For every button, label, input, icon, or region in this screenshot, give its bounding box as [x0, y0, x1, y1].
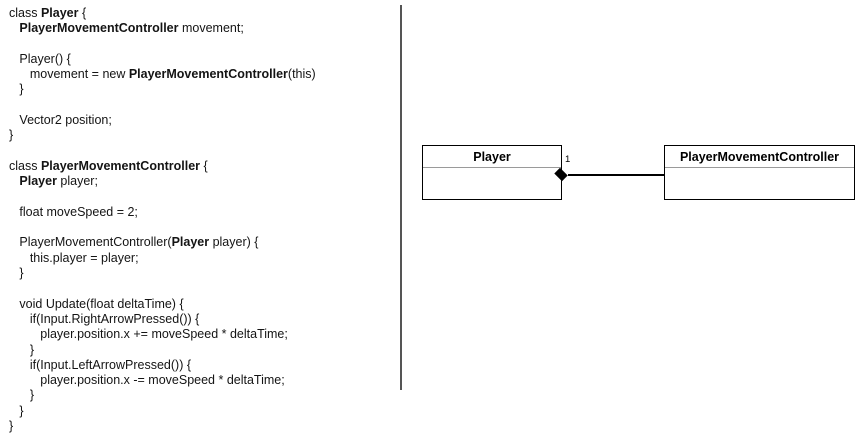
- code-line: }: [9, 343, 394, 358]
- code-line: [9, 144, 394, 159]
- code-type-token: Player: [40, 6, 79, 20]
- code-panel: class Player { PlayerMovementController …: [0, 0, 400, 433]
- code-token: (this): [287, 67, 316, 82]
- code-token: }: [9, 82, 24, 97]
- code-line: void Update(float deltaTime) {: [9, 297, 394, 312]
- code-token: [9, 174, 19, 188]
- code-line: player.position.x -= moveSpeed * deltaTi…: [9, 373, 394, 388]
- code-line: float moveSpeed = 2;: [9, 205, 394, 220]
- code-token: {: [78, 6, 87, 20]
- code-type-token: Player: [171, 235, 210, 250]
- code-token: player.position.x -= moveSpeed * deltaTi…: [9, 373, 285, 388]
- code-token: PlayerMovementController(: [9, 235, 172, 250]
- code-token: this.player = player;: [9, 250, 139, 265]
- code-line: }: [9, 419, 394, 434]
- code-line: Player player;: [9, 174, 394, 189]
- code-token: [9, 21, 19, 35]
- composition-association-line: [568, 174, 664, 176]
- code-line: [9, 190, 394, 205]
- code-line: class Player {: [9, 6, 394, 21]
- uml-class-playermovementcontroller-name: PlayerMovementController: [665, 146, 854, 168]
- code-token: player) {: [209, 235, 259, 250]
- code-line: Player() {: [9, 52, 394, 67]
- code-type-token: PlayerMovementController: [40, 158, 201, 173]
- code-token: }: [9, 403, 24, 418]
- code-type-token: PlayerMovementController: [19, 21, 179, 36]
- code-token: class: [9, 158, 41, 173]
- code-token: {: [200, 158, 208, 173]
- uml-class-playermovementcontroller-attributes: [665, 168, 854, 198]
- code-line: player.position.x += moveSpeed * deltaTi…: [9, 327, 394, 342]
- code-line: [9, 98, 394, 113]
- code-line: if(Input.RightArrowPressed()) {: [9, 312, 394, 327]
- code-line: this.player = player;: [9, 251, 394, 266]
- code-line: movement = new PlayerMovementController(…: [9, 67, 394, 82]
- code-listing: class Player { PlayerMovementController …: [9, 6, 394, 434]
- code-line: [9, 37, 394, 52]
- code-line: }: [9, 404, 394, 419]
- code-token: if(Input.RightArrowPressed()) {: [9, 311, 200, 326]
- code-line: PlayerMovementController(Player player) …: [9, 235, 394, 250]
- code-token: if(Input.LeftArrowPressed()) {: [9, 357, 192, 372]
- code-token: player;: [56, 174, 98, 189]
- code-line: }: [9, 82, 394, 97]
- uml-diagram-panel: Player PlayerMovementController 1: [402, 0, 864, 405]
- uml-class-player-name: Player: [423, 146, 561, 168]
- code-line: [9, 281, 394, 296]
- code-token: class: [9, 6, 41, 20]
- code-line: }: [9, 388, 394, 403]
- code-token: }: [9, 419, 14, 434]
- code-token: Vector2 position;: [9, 113, 112, 128]
- code-type-token: Player: [19, 174, 57, 189]
- code-line: class PlayerMovementController {: [9, 159, 394, 174]
- uml-class-player-attributes: [423, 168, 561, 198]
- code-line: [9, 220, 394, 235]
- code-line: }: [9, 128, 394, 143]
- code-line: Vector2 position;: [9, 113, 394, 128]
- code-token: }: [9, 388, 35, 403]
- code-line: PlayerMovementController movement;: [9, 21, 394, 36]
- code-token: void Update(float deltaTime) {: [9, 296, 184, 311]
- code-line: }: [9, 266, 394, 281]
- code-token: player.position.x += moveSpeed * deltaTi…: [9, 327, 288, 342]
- code-token: }: [9, 342, 35, 357]
- multiplicity-label-source: 1: [565, 154, 571, 165]
- panel-divider: [400, 5, 402, 390]
- code-token: Player() {: [9, 51, 71, 66]
- code-token: float moveSpeed = 2;: [9, 204, 138, 219]
- code-line: if(Input.LeftArrowPressed()) {: [9, 358, 394, 373]
- uml-class-player[interactable]: Player: [422, 145, 562, 200]
- uml-class-playermovementcontroller[interactable]: PlayerMovementController: [664, 145, 855, 200]
- code-token: }: [9, 266, 24, 281]
- code-token: movement = new: [9, 67, 129, 82]
- code-token: movement;: [178, 21, 244, 36]
- code-token: }: [9, 128, 14, 143]
- code-type-token: PlayerMovementController: [128, 67, 288, 82]
